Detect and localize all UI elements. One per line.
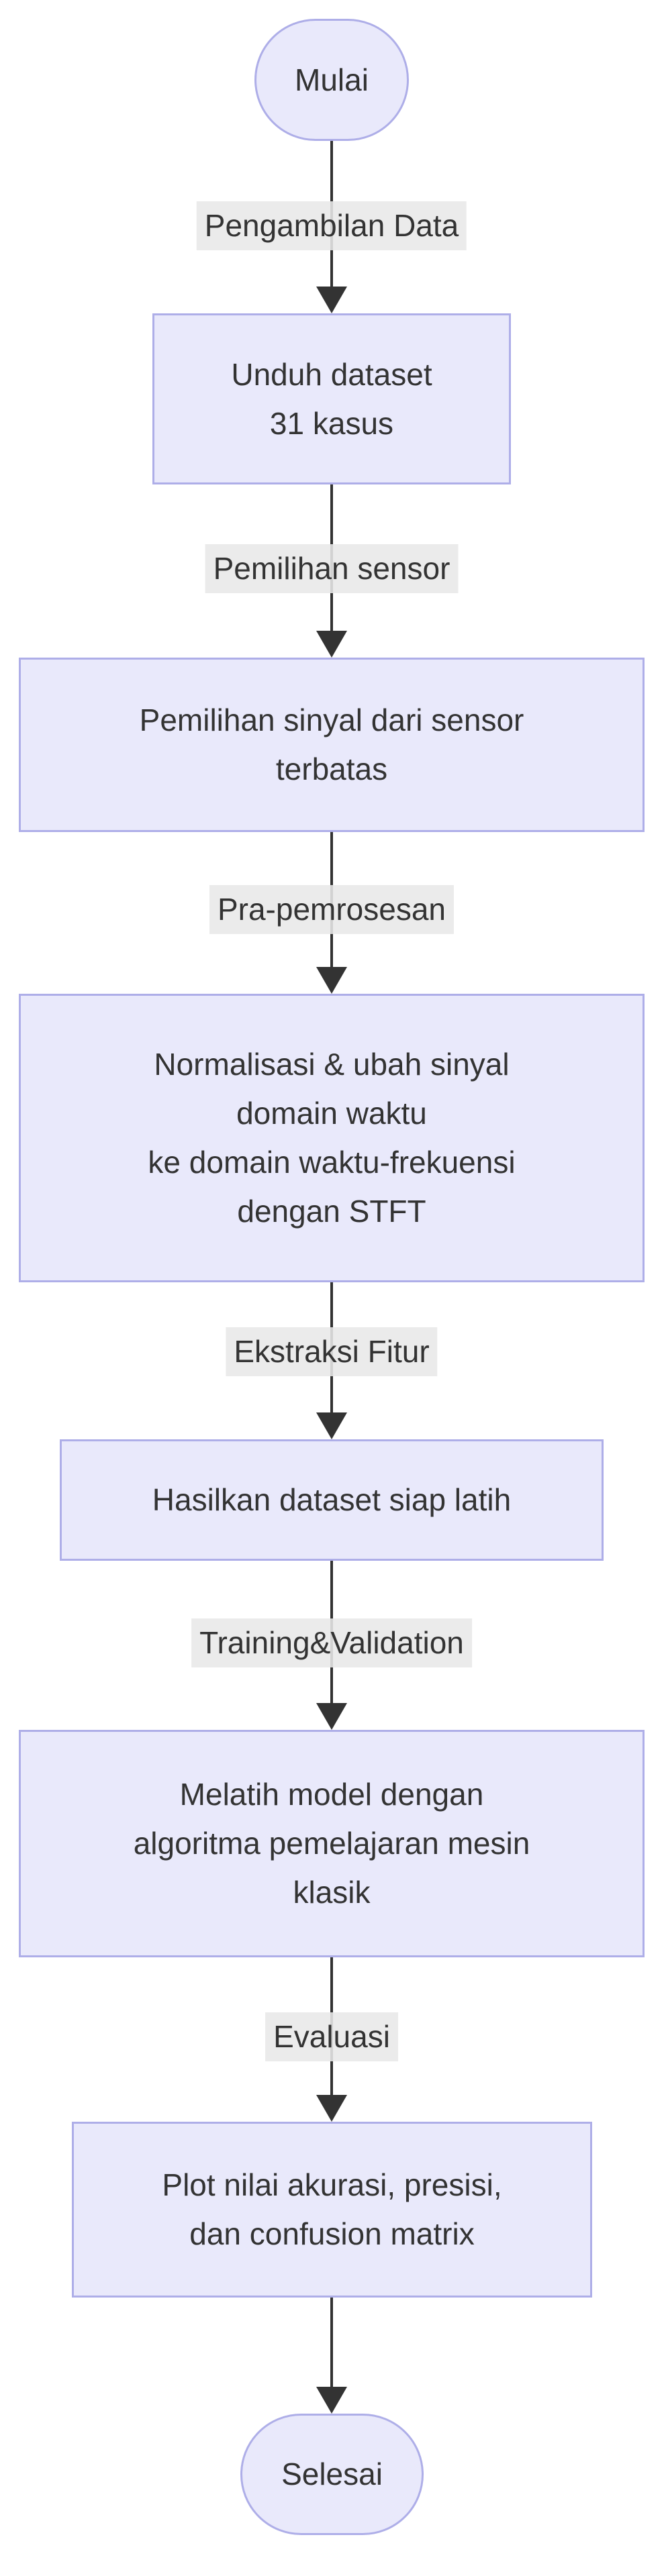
node-evaluation-plot: Plot nilai akurasi, presisi, dan confusi…	[72, 2122, 592, 2298]
node-model-training: Melatih model dengan algoritma pemelajar…	[19, 1730, 645, 1957]
node-sensor-selection: Pemilihan sinyal dari sensor terbatas	[19, 658, 645, 832]
node-start: Mulai	[254, 19, 409, 141]
node-training-dataset-label: Hasilkan dataset siap latih	[152, 1482, 512, 1517]
arrowhead-icon	[316, 2095, 347, 2122]
edge-label-pemilihan-sensor: Pemilihan sensor	[205, 544, 459, 593]
edge-label-pra-pemrosesan: Pra-pemrosesan	[209, 885, 455, 934]
edge-line	[330, 2298, 333, 2387]
edge-label-pengambilan-data: Pengambilan Data	[196, 201, 467, 250]
node-model-training-label: Melatih model dengan algoritma pemelajar…	[133, 1777, 530, 1910]
edge-label-evaluasi: Evaluasi	[265, 2012, 398, 2061]
arrowhead-icon	[316, 2387, 347, 2414]
node-start-label: Mulai	[295, 62, 369, 97]
node-training-dataset: Hasilkan dataset siap latih	[60, 1439, 604, 1561]
node-preprocessing-label: Normalisasi & ubah sinyal domain waktu k…	[148, 1047, 516, 1229]
arrowhead-icon	[316, 967, 347, 994]
edge-label-training-validation: Training&Validation	[191, 1618, 472, 1667]
node-end-label: Selesai	[281, 2457, 383, 2491]
edge-plot-end	[316, 2298, 348, 2414]
arrowhead-icon	[316, 287, 347, 313]
node-download-dataset-label: Unduh dataset 31 kasus	[231, 356, 432, 441]
node-end: Selesai	[240, 2414, 424, 2535]
edge-label-ekstraksi-fitur: Ekstraksi Fitur	[226, 1327, 438, 1376]
node-preprocessing: Normalisasi & ubah sinyal domain waktu k…	[19, 994, 645, 1282]
node-sensor-selection-label: Pemilihan sinyal dari sensor terbatas	[139, 703, 524, 786]
arrowhead-icon	[316, 1703, 347, 1730]
arrowhead-icon	[316, 1412, 347, 1439]
arrowhead-icon	[316, 631, 347, 658]
node-evaluation-plot-label: Plot nilai akurasi, presisi, dan confusi…	[162, 2167, 502, 2251]
node-download-dataset: Unduh dataset 31 kasus	[152, 313, 511, 484]
